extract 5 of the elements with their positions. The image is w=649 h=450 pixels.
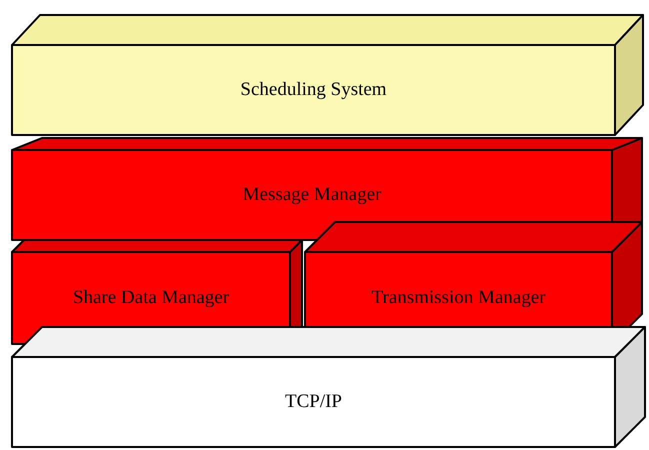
layer-label: TCP/IP <box>284 391 342 413</box>
layer-label: Transmission Manager <box>372 287 546 309</box>
layer-label: Share Data Manager <box>72 287 230 309</box>
layer-label: Message Manager <box>242 184 382 206</box>
layer-label: Scheduling System <box>240 79 387 101</box>
